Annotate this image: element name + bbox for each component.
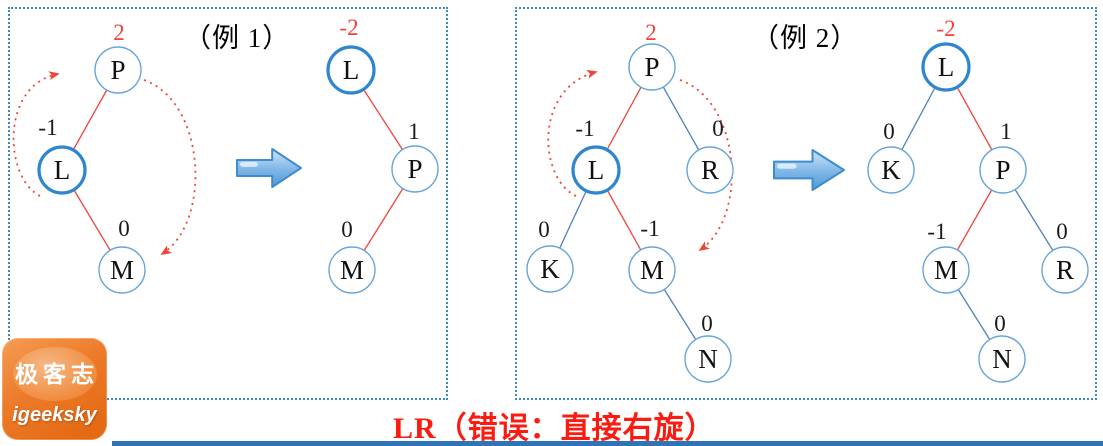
tree-node-after-M: [328, 246, 376, 294]
rotation-arc: [143, 79, 197, 255]
balance-factor-label: 0: [538, 217, 550, 242]
node-label: M: [340, 255, 364, 285]
bottom-bar: [112, 441, 1103, 446]
node-label: M: [110, 255, 134, 285]
tree-node-before-K: [526, 245, 574, 293]
balance-factor-label: 1: [408, 119, 420, 144]
example-1-panel: [8, 7, 448, 400]
tree-node-before-L: [571, 145, 621, 195]
balance-factor-label: -1: [640, 216, 659, 241]
node-label: K: [881, 155, 901, 185]
transform-arrow-icon: [236, 148, 302, 188]
node-label: P: [644, 52, 659, 82]
node-label: M: [640, 255, 664, 285]
balance-factor-label: -2: [339, 15, 358, 40]
tree-node-after-L: [326, 45, 376, 95]
balance-factor-label: -1: [38, 115, 57, 140]
example-1-title: （例 1）: [184, 23, 291, 53]
node-label: L: [54, 155, 71, 185]
node-label: N: [698, 344, 718, 374]
balance-factor-label: 1: [1000, 119, 1012, 144]
tree-node-before-N: [684, 335, 732, 383]
tree-node-before-M: [98, 246, 146, 294]
example-2-title: （例 2）: [752, 23, 859, 53]
balance-factor-label: 2: [645, 20, 657, 45]
tree-node-before-M: [628, 246, 676, 294]
tree-node-after-N: [978, 335, 1026, 383]
balance-factor-label: 2: [113, 20, 125, 45]
node-label: R: [701, 155, 719, 185]
node-label: K: [540, 254, 560, 284]
tree-node-before-P: [628, 43, 676, 91]
transform-arrow-highlight: [777, 163, 797, 169]
balance-factor-label: 0: [341, 217, 353, 242]
transform-arrow-highlight: [240, 161, 258, 167]
tree-node-before-R: [686, 146, 734, 194]
node-label: L: [938, 52, 955, 82]
logo-ellipse: [13, 347, 97, 401]
node-label: L: [588, 155, 605, 185]
caption-text: LR（错误：直接右旋）: [393, 412, 716, 445]
balance-factor-label: 0: [883, 119, 895, 144]
igeeksky-logo: 极客志 igeeksky: [2, 338, 107, 440]
logo-english-text: igeeksky: [12, 404, 97, 426]
example-2-panel: [515, 7, 1097, 400]
node-label: P: [110, 55, 125, 85]
logo-chinese-text: 极客志: [15, 362, 99, 387]
node-label: P: [407, 154, 422, 184]
balance-factor-label: -1: [927, 219, 946, 244]
tree-node-after-P: [391, 145, 439, 193]
tree-node-after-R: [1041, 246, 1089, 294]
rotation-arc: [12, 71, 60, 197]
balance-factor-label: 0: [994, 311, 1006, 336]
tree-node-before-P: [94, 46, 142, 94]
balance-factor-label: 0: [1056, 219, 1068, 244]
node-label: L: [343, 55, 360, 85]
transform-arrow-icon: [773, 149, 845, 191]
node-label: N: [992, 344, 1012, 374]
rotation-arc: [679, 79, 733, 252]
tree-node-after-P: [979, 146, 1027, 194]
balance-factor-label: -1: [575, 116, 594, 141]
balance-factor-label: 0: [712, 116, 724, 141]
balance-factor-label: 0: [118, 216, 130, 241]
node-label: M: [934, 255, 958, 285]
node-label: R: [1056, 255, 1074, 285]
rotation-arc: [547, 69, 598, 197]
balance-factor-label: -2: [936, 16, 955, 41]
node-label: P: [995, 155, 1010, 185]
balance-factor-label: 0: [701, 311, 713, 336]
tree-node-after-K: [867, 146, 915, 194]
tree-node-before-L: [37, 145, 87, 195]
tree-node-after-M: [922, 246, 970, 294]
tree-node-after-L: [921, 42, 971, 92]
